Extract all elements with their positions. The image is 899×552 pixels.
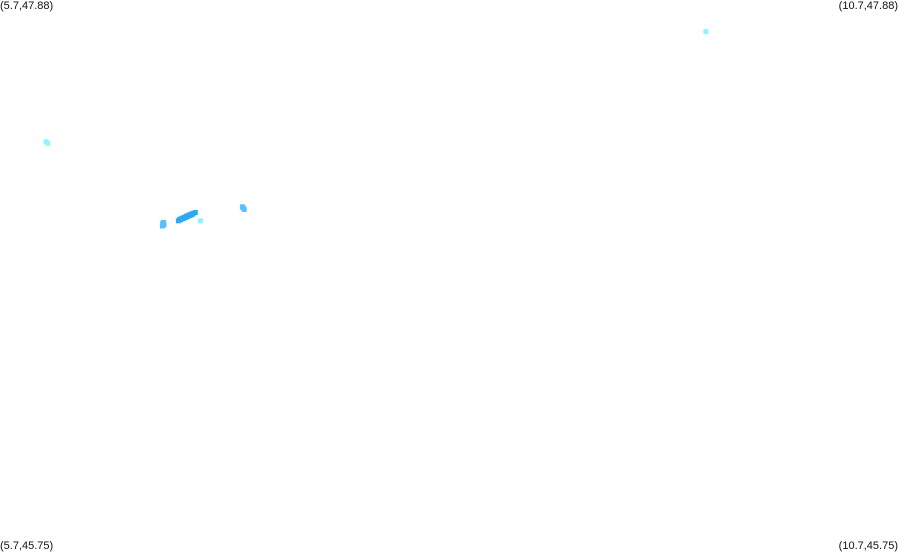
small-water-body-right-pixel: [241, 206, 247, 212]
small-water-body-left: [159, 219, 167, 229]
far-west-water: [43, 139, 51, 146]
north-east-water-pixel: [703, 29, 709, 35]
corner-label-bottom-right: (10.7,45.75): [838, 540, 898, 552]
corner-label-bottom-left: (5.7,45.75): [0, 540, 54, 552]
tiny-water-near-lake: [198, 218, 203, 224]
small-water-body-right-pixel: [239, 204, 245, 210]
large-water-body: [175, 210, 198, 224]
north-east-water: [703, 29, 709, 35]
small-water-body-left-pixel: [159, 223, 165, 229]
tiny-water-near-lake-pixel: [198, 218, 203, 224]
far-west-water-pixel: [45, 140, 51, 146]
corner-label-top-right: (10.7,47.88): [838, 0, 898, 12]
large-water-body-pixel: [192, 210, 198, 215]
corner-label-top-left: (5.7,47.88): [0, 0, 54, 12]
small-water-body-right: [239, 204, 247, 212]
large-water-body-pixel: [189, 212, 195, 218]
small-water-body-left-pixel: [161, 219, 167, 225]
